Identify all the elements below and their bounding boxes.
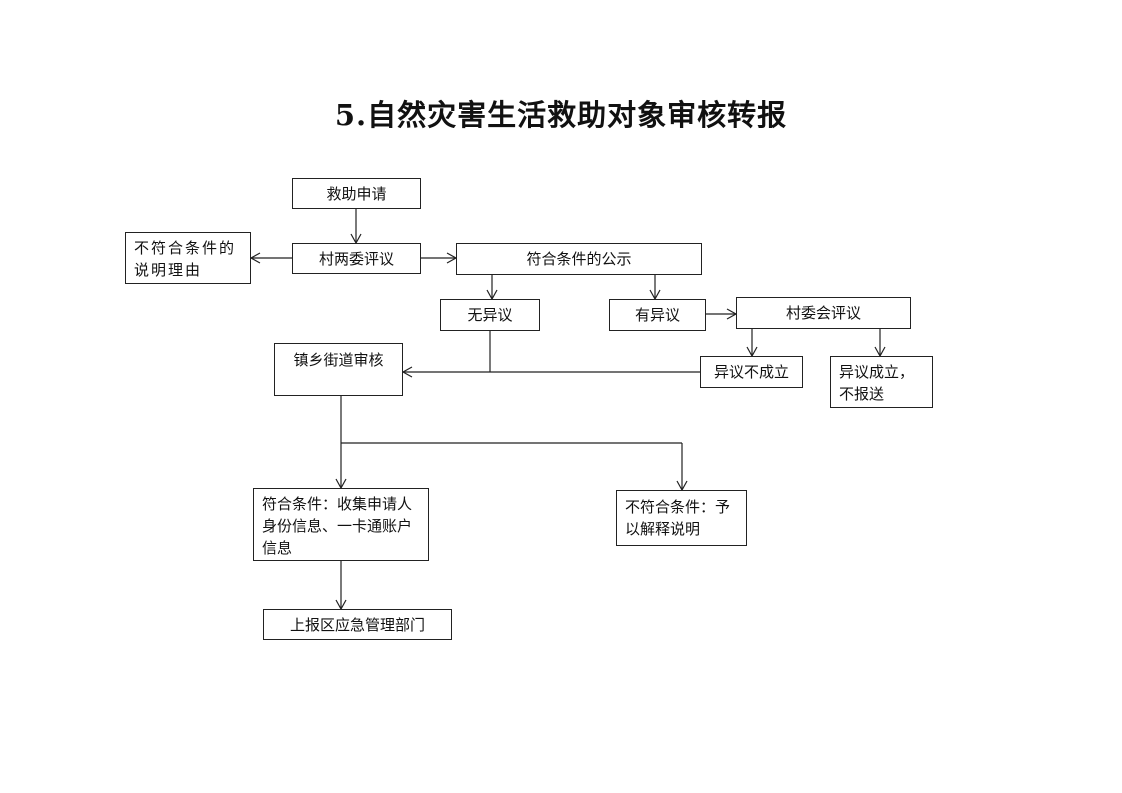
node-not-qualified-reason: 不符合条件的说明理由 [125, 232, 251, 284]
node-village-two-committees: 村两委评议 [292, 243, 421, 274]
node-qualified-publicity: 符合条件的公示 [456, 243, 702, 275]
node-report-dept: 上报区应急管理部门 [263, 609, 452, 640]
node-village-committee-review: 村委会评议 [736, 297, 911, 329]
node-town-review: 镇乡街道审核 [274, 343, 403, 396]
node-objection-invalid: 异议不成立 [700, 356, 803, 388]
node-apply: 救助申请 [292, 178, 421, 209]
node-no-objection: 无异议 [440, 299, 540, 331]
node-qualified-collect: 符合条件：收集申请人身份信息、一卡通账户信息 [253, 488, 429, 561]
page-title: 5.自然灾害生活救助对象审核转报 [334, 98, 788, 132]
node-has-objection: 有异议 [609, 299, 706, 331]
node-objection-valid: 异议成立，不报送 [830, 356, 933, 408]
node-not-qualified-explain: 不符合条件：予以解释说明 [616, 490, 747, 546]
